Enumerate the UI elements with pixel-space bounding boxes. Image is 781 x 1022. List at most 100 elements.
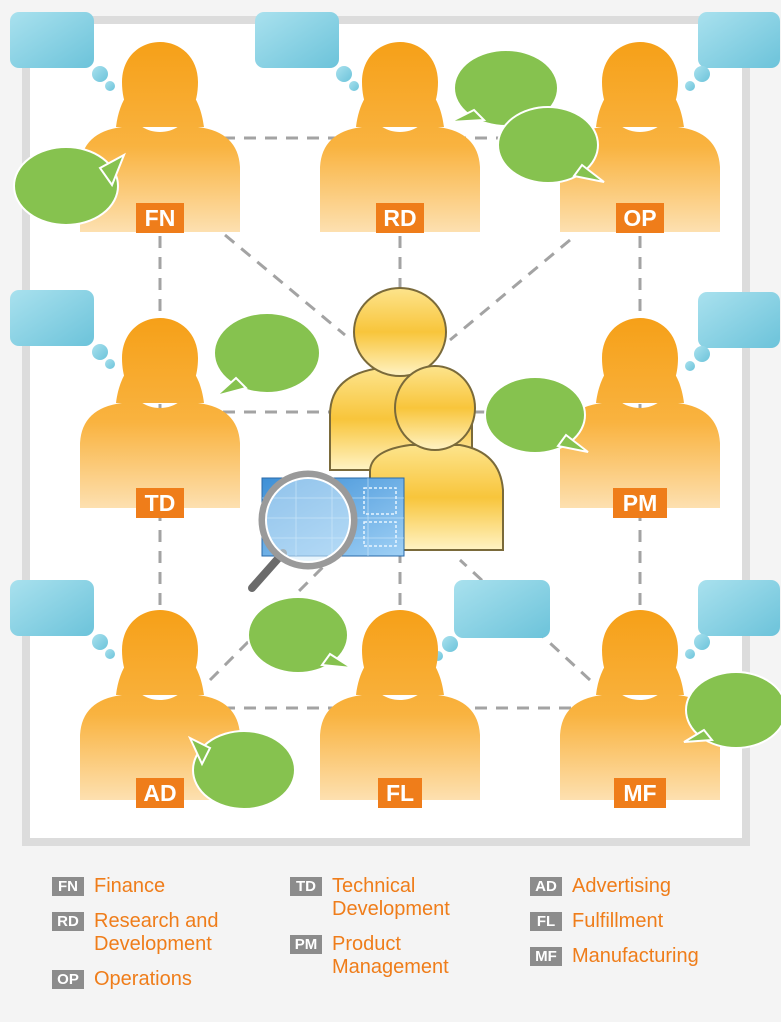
team-icon (329, 287, 504, 551)
thought-dot-pm-1 (694, 346, 710, 362)
speech-bubble-td (213, 312, 321, 397)
thought-dot-rd-1 (336, 66, 352, 82)
badge-label: AD (143, 780, 176, 806)
speech-bubble-fn (13, 146, 126, 226)
legend-code: OP (52, 970, 84, 989)
thought-dot-op-1 (694, 66, 710, 82)
legend-label: Product Management (332, 933, 449, 978)
speech-bubble-body (213, 312, 321, 394)
badge-label: RD (383, 205, 416, 231)
badge-bg (616, 203, 664, 233)
badge-bg (136, 203, 184, 233)
speech-bubbles (13, 49, 781, 810)
legend-label: Finance (94, 875, 166, 897)
person-fl (320, 610, 480, 800)
thought-bubble-pm (698, 292, 780, 348)
magnifier-icon (248, 470, 358, 592)
thought-bubble-fl (454, 580, 550, 638)
thought-dot-rd-2 (349, 81, 359, 91)
person-icon (560, 318, 720, 508)
speech-bubble-tail (320, 652, 353, 669)
person-op (560, 42, 720, 232)
speech-bubble-body (247, 596, 349, 674)
badge-label: PM (623, 490, 658, 516)
magnifier-lens (258, 470, 358, 570)
legend-code: PM (290, 935, 322, 954)
badge-bg (614, 778, 666, 808)
speech-bubble-tail (98, 152, 126, 188)
legend-label: Operations (94, 968, 192, 990)
badges: FN RD OP TD PM AD FL MF (136, 203, 667, 808)
badge-bg (376, 203, 424, 233)
legend-item-rd: RD Research and Development (52, 910, 219, 956)
badge-fl: FL (378, 778, 422, 808)
link-op-center (449, 238, 571, 342)
badge-bg (136, 488, 184, 518)
thought-bubble-op (698, 12, 780, 68)
speech-bubble-op (497, 106, 605, 184)
legend-code: MF (530, 947, 562, 966)
speech-bubble-mf (683, 671, 781, 749)
person-icon (560, 42, 720, 232)
badge-bg (613, 488, 667, 518)
person-icon (80, 318, 240, 508)
legend-code: FN (52, 877, 84, 896)
legend-item-fn: FN Finance (52, 875, 219, 898)
legend-item-td: TD Technical Development (290, 875, 450, 921)
thought-bubbles (10, 12, 780, 661)
badge-rd: RD (376, 203, 424, 233)
team-person-back-head (353, 287, 447, 377)
legend-column-3: AD Advertising FL Fulfillment MF Manufac… (530, 875, 699, 980)
legend-item-fl: FL Fulfillment (530, 910, 699, 933)
person-icon (80, 42, 240, 232)
legend-code: FL (530, 912, 562, 931)
legend-code: TD (290, 877, 322, 896)
badge-op: OP (616, 203, 664, 233)
speech-bubble-tail (683, 728, 714, 743)
person-icon (320, 610, 480, 800)
magnifier-rim (265, 477, 351, 563)
thought-dot-fn-1 (92, 66, 108, 82)
thought-dot-op-2 (685, 81, 695, 91)
person-icon (320, 42, 480, 232)
team-person-front-head (394, 365, 476, 451)
thought-dot-ad-2 (105, 649, 115, 659)
blueprint-box (363, 487, 397, 515)
legend-label: Advertising (572, 875, 671, 897)
badge-ad: AD (136, 778, 184, 808)
speech-bubble-body (497, 106, 599, 184)
badge-mf: MF (614, 778, 666, 808)
thought-dot-td-2 (105, 359, 115, 369)
speech-bubble-body (685, 671, 781, 749)
speech-bubble-tail (215, 376, 248, 397)
link-fn-center (224, 233, 346, 337)
person-mf (560, 610, 720, 800)
speech-bubble-ad (187, 730, 296, 810)
badge-pm: PM (613, 488, 667, 518)
speech-bubble-tail (449, 108, 487, 123)
speech-bubble-center-low (247, 596, 353, 674)
thought-dot-td-1 (92, 344, 108, 360)
legend-code: RD (52, 912, 84, 931)
speech-bubble-pm (484, 376, 589, 454)
speech-bubble-body (484, 376, 586, 454)
person-td (80, 318, 240, 508)
thought-bubble-ad (10, 580, 94, 636)
thought-dot-fn-2 (105, 81, 115, 91)
badge-label: MF (623, 780, 656, 806)
badge-bg (378, 778, 422, 808)
thought-dot-fl-1 (442, 636, 458, 652)
thought-bubble-td (10, 290, 94, 346)
thought-dot-pm-2 (685, 361, 695, 371)
thought-bubble-mf (698, 580, 780, 636)
legend-item-pm: PM Product Management (290, 933, 450, 979)
badge-td: TD (136, 488, 184, 518)
person-icon (560, 610, 720, 800)
legend-label: Technical Development (332, 875, 450, 920)
blueprint-box (363, 521, 397, 547)
badge-fn: FN (136, 203, 184, 233)
legend-column-2: TD Technical Development PM Product Mana… (290, 875, 450, 991)
legend-item-mf: MF Manufacturing (530, 945, 699, 968)
legend-label: Manufacturing (572, 945, 699, 967)
badge-label: OP (623, 205, 656, 231)
